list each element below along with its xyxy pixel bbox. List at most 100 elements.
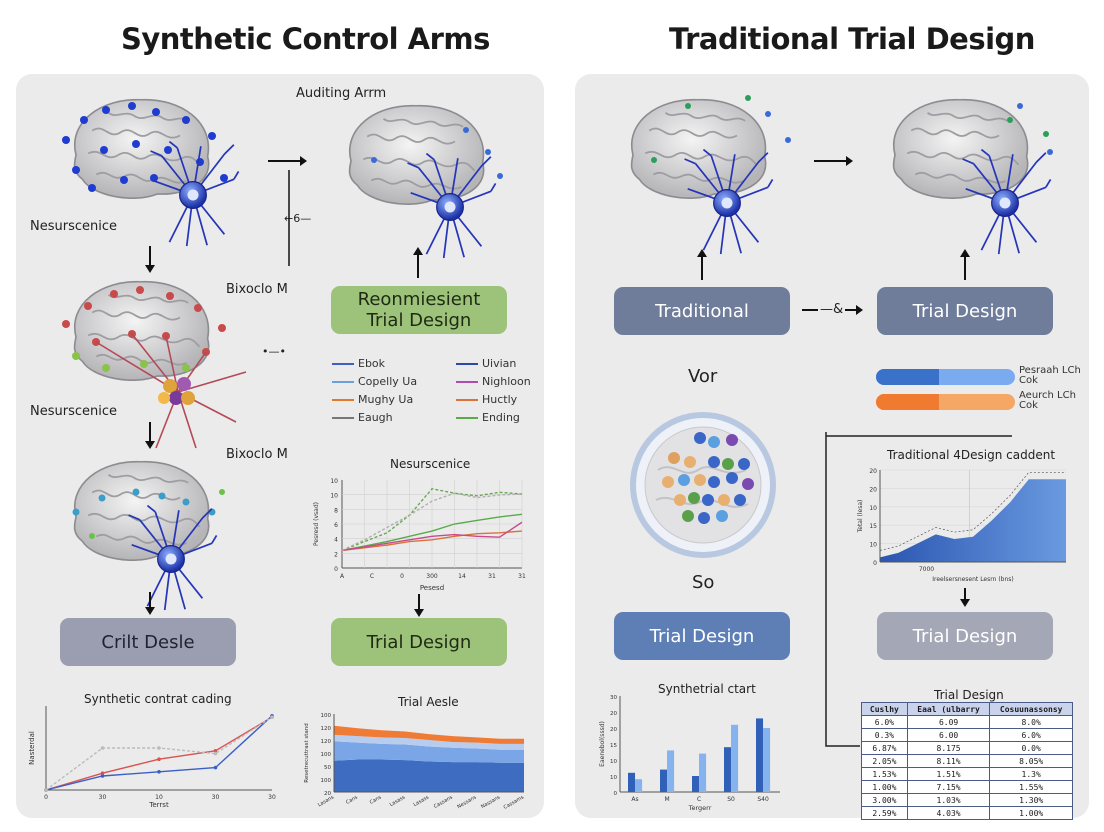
line-chart-title: Nesurscenice <box>390 457 471 471</box>
legend-item: Huctly <box>456 393 517 406</box>
series-line <box>45 715 273 791</box>
x-tick-label: C <box>370 573 374 580</box>
table-cell: 1.30% <box>989 793 1073 807</box>
trend-line <box>879 471 1066 551</box>
table-row: 1.53%1.51%1.3% <box>861 767 1073 781</box>
table-row: 2.05%8.11%8.05% <box>861 754 1073 768</box>
series-line <box>45 716 273 791</box>
table-row: 3.00%1.03%1.30% <box>861 793 1073 807</box>
x-tick-label: Cans <box>345 794 359 806</box>
table-cell: 8.11% <box>906 754 991 768</box>
x-axis-label: Pesesd <box>420 584 444 592</box>
side-mark: ←6— <box>284 212 312 225</box>
table-cell: 6.09 <box>906 715 991 729</box>
x-tick-label: S0 <box>727 796 735 803</box>
y-tick-label: 0 <box>873 560 877 567</box>
area-fill <box>880 479 1066 562</box>
trial-design-table: Cuslhy Eaal (ulbarry Cosuunassonsy 6.0%6… <box>861 702 1073 820</box>
table-cell: 8.175 <box>906 741 991 755</box>
table-row: 2.59%4.03%1.00% <box>861 806 1073 820</box>
y-tick-label: 15 <box>869 523 877 530</box>
legend-progress-fill <box>876 394 939 410</box>
traditional-box[interactable]: Traditional <box>614 287 790 335</box>
arrow-down-r <box>960 588 970 607</box>
mid-mark: •—• <box>262 345 286 358</box>
x-tick-label: 30 <box>99 794 107 801</box>
legend-swatch <box>332 362 354 365</box>
bar <box>667 750 675 792</box>
x-tick-label: M <box>664 796 669 803</box>
table-cell: 1.03% <box>906 793 991 807</box>
crilt-desle-box[interactable]: Crilt Desle <box>60 618 236 666</box>
trial-design-box-r-top[interactable]: Trial Design <box>877 287 1053 335</box>
table-cell: 8.05% <box>989 754 1073 768</box>
legend-label: Uivian <box>482 357 517 370</box>
series-line <box>341 492 523 552</box>
x-tick-label: Nassans <box>480 794 501 810</box>
y-tick-label: 0 <box>614 791 618 797</box>
y-axis-label: Resetrecuttrast stand <box>304 723 310 782</box>
table-cell: 6.0% <box>861 715 908 729</box>
bar <box>628 772 636 792</box>
table-cell: 1.53% <box>861 767 908 781</box>
arrow-right-r1 <box>814 156 853 166</box>
table-cell: 0.3% <box>861 728 908 742</box>
y-tick-label: 20 <box>610 711 617 717</box>
legend-item: Mughy Ua <box>332 393 413 406</box>
table-cell: 1.00% <box>989 806 1073 820</box>
x-tick-label: Cassams <box>503 794 526 810</box>
y-tick-label: 100 <box>321 713 332 719</box>
trial-design-box-r-right[interactable]: Trial Design <box>877 612 1053 660</box>
legend-item: Nighloon <box>456 375 531 388</box>
x-tick-label: 10 <box>155 794 163 801</box>
legend-swatch <box>456 380 478 383</box>
y-tick-label: 10 <box>869 542 877 549</box>
area-band <box>334 725 524 744</box>
legend-label: Nighloon <box>482 375 531 388</box>
y-tick-label: 100 <box>321 752 332 758</box>
table-header-cell: Eaal (ulbarry <box>906 702 991 716</box>
bar-chart-title: Synthetrial ctart <box>658 682 756 696</box>
arrow-right-top <box>268 156 307 166</box>
data-point <box>100 771 105 775</box>
neuron-brain-teal-illustration <box>72 460 225 612</box>
y-tick-label: 10 <box>610 759 617 765</box>
y-tick-label: 2 <box>334 551 338 558</box>
legend-label: Copelly Ua <box>358 375 418 388</box>
bixoclo-label-bottom: Bixoclo M <box>226 447 288 462</box>
trial-design-box-bottom[interactable]: Trial Design <box>331 618 507 666</box>
bixoclo-label-top: Bixoclo M <box>226 282 288 297</box>
arrow-up-r2 <box>960 249 970 280</box>
legend-label: Eaugh <box>358 411 393 424</box>
table-cell: 6.0% <box>989 728 1073 742</box>
cost-chart-title: Synthetic contrat cading <box>84 692 232 706</box>
trial-design-box-top[interactable]: Reonmiesient Trial Design <box>331 286 507 334</box>
legend-swatch <box>456 398 478 401</box>
y-tick-label: 6 <box>334 522 338 529</box>
legend-item: Uivian <box>456 357 516 370</box>
arrow-down-3 <box>145 592 155 615</box>
vor-label: Vor <box>688 366 718 387</box>
legend-item: Ending <box>456 411 520 424</box>
auditing-arm-label: Auditing Arrm <box>296 86 387 101</box>
table-cell: 1.00% <box>861 780 908 794</box>
y-tick-label: 50 <box>324 765 331 771</box>
y-axis-label: Tetal (lesa) <box>857 500 864 534</box>
x-tick-label: A <box>340 573 345 580</box>
bar <box>731 724 739 792</box>
bar <box>756 718 764 792</box>
x-tick-label: Cassans <box>433 794 454 810</box>
x-axis-label: Terrst <box>148 801 169 808</box>
y-axis-label: Pesresd (vsad) <box>313 502 320 546</box>
legend-swatch <box>332 380 354 383</box>
bar <box>635 779 643 792</box>
x-tick-label: 30 <box>212 794 220 801</box>
x-tick-label: Lasass <box>413 794 431 808</box>
series-line <box>341 530 523 552</box>
x-tick-label: 30 <box>268 794 276 801</box>
data-point <box>157 757 161 761</box>
trial-design-box-r-mid[interactable]: Trial Design <box>614 612 790 660</box>
x-tick-label: 7000 <box>919 566 934 573</box>
